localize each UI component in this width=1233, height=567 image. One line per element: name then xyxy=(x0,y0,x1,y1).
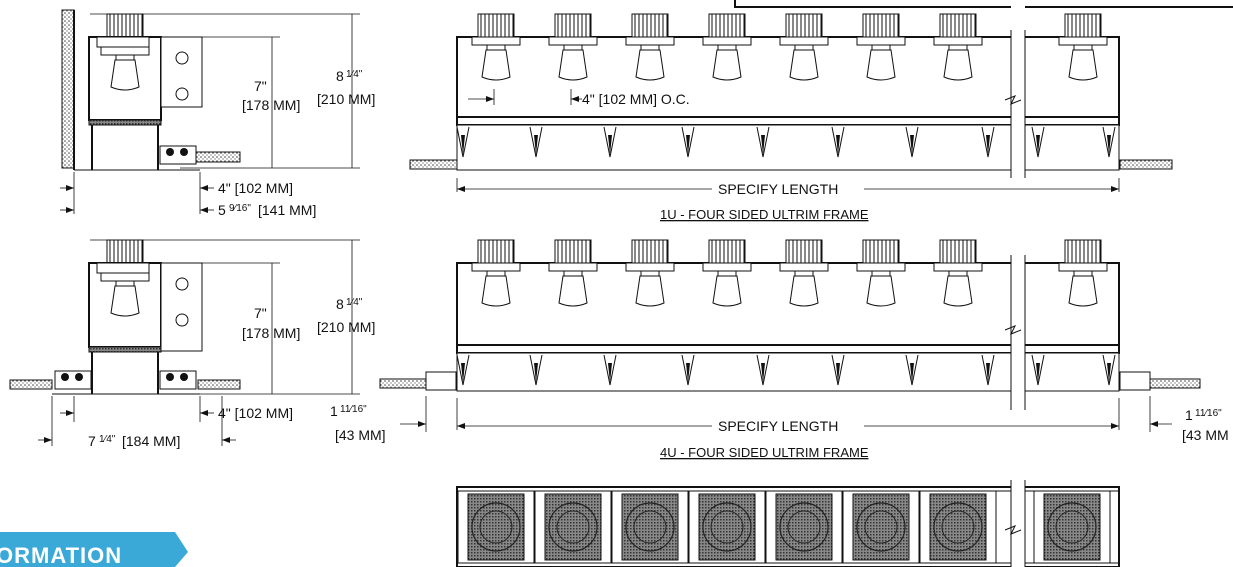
title-block-border xyxy=(734,0,1233,8)
flange-left-whole: 1 xyxy=(330,403,338,419)
overall-frac-1u: 1⁄4" xyxy=(346,69,363,80)
plan-module xyxy=(534,491,612,563)
plan-module xyxy=(919,491,997,563)
plan-module xyxy=(611,491,689,563)
cutout-mm-1u: [141 MM] xyxy=(258,202,316,218)
cutout-frac-1u: 9⁄16" xyxy=(229,203,251,214)
section-1u-side-view xyxy=(60,9,360,214)
overall-whole-4u: 8 xyxy=(336,296,344,312)
specify-length-1u: SPECIFY LENGTH xyxy=(718,181,838,197)
plan-module xyxy=(457,491,535,563)
plan-module xyxy=(688,491,766,563)
height-inches-1u: 7" xyxy=(254,78,267,94)
overall-mm-1u: [210 MM] xyxy=(317,91,375,107)
section-4u-side-view xyxy=(9,239,360,446)
height-mm-4u: [178 MM] xyxy=(242,325,300,341)
plan-module xyxy=(1033,491,1111,563)
cutout-whole-4u: 7 xyxy=(88,433,96,449)
cutout-frac-4u: 1⁄4" xyxy=(99,434,116,445)
overall-whole-1u: 8 xyxy=(336,68,344,84)
cutout-whole-1u: 5 xyxy=(218,202,226,218)
height-mm-1u: [178 MM] xyxy=(242,97,300,113)
overall-mm-4u: [210 MM] xyxy=(317,319,375,335)
plan-module xyxy=(765,491,843,563)
flange-right-mm: [43 MM xyxy=(1182,427,1229,443)
aperture-1u: 4" [102 MM] xyxy=(218,180,293,196)
aperture-4u: 4" [102 MM] xyxy=(218,405,293,421)
section-banner-text: ORMATION xyxy=(0,543,122,567)
caption-1u: 1U - FOUR SIDED ULTRIM FRAME xyxy=(660,207,869,222)
specify-length-4u: SPECIFY LENGTH xyxy=(718,418,838,434)
oc-spacing-label: 4" [102 MM] O.C. xyxy=(582,91,690,107)
plan-module xyxy=(842,491,920,563)
caption-4u: 4U - FOUR SIDED ULTRIM FRAME xyxy=(660,445,869,460)
height-inches-4u: 7" xyxy=(254,305,267,321)
flange-left-frac: 11⁄16" xyxy=(340,404,367,415)
section-banner xyxy=(0,532,188,567)
cutout-mm-4u: [184 MM] xyxy=(122,433,180,449)
flange-right-frac: 11⁄16" xyxy=(1195,408,1222,419)
overall-frac-4u: 1⁄4" xyxy=(346,297,363,308)
flange-left-mm: [43 MM] xyxy=(335,427,386,443)
flange-right-whole: 1 xyxy=(1185,407,1193,423)
